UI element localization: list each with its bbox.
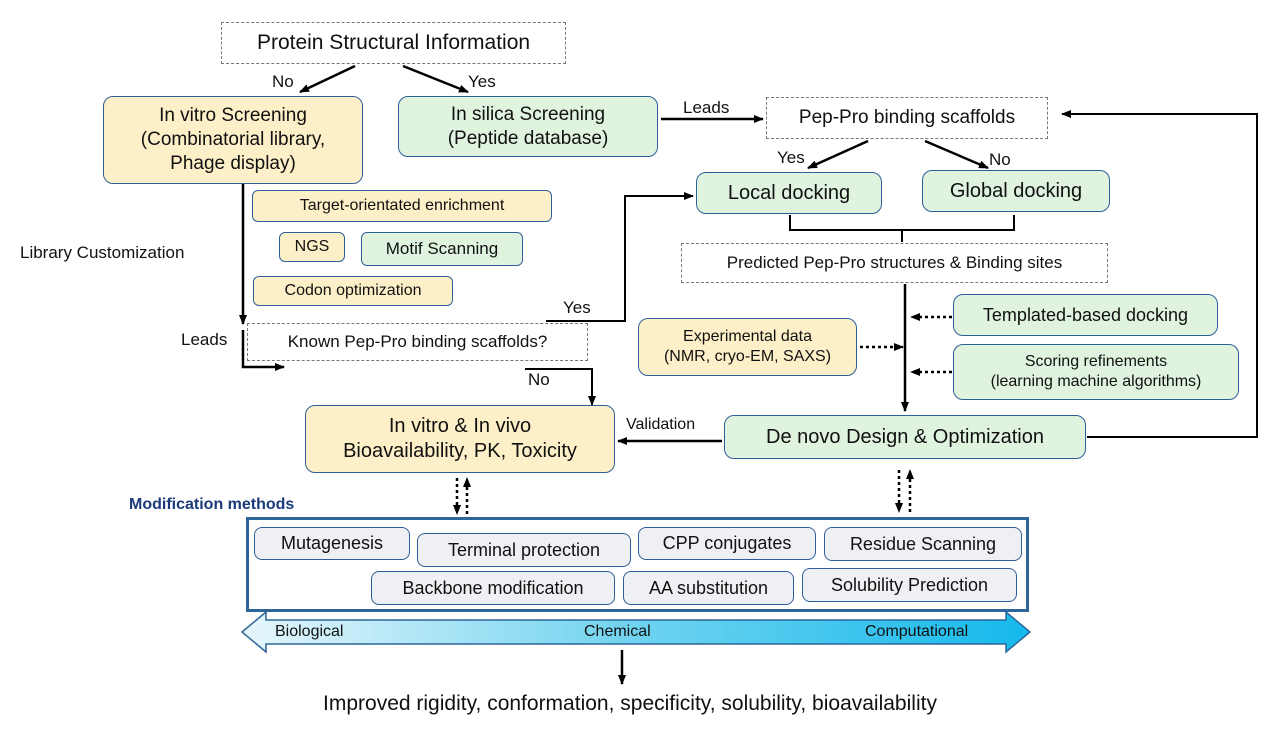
node-known-scaffolds: Known Pep-Pro binding scaffolds? xyxy=(247,323,588,361)
node-in-vivo: In vitro & In vivo Bioavailability, PK, … xyxy=(305,405,615,473)
arrow-no-global xyxy=(924,139,989,170)
label-leads-right: Leads xyxy=(683,98,730,117)
spectrum-label-left: Biological xyxy=(275,623,344,640)
arrow-yes-local xyxy=(807,139,869,170)
method-backbone-modification: Backbone modification xyxy=(371,571,615,605)
node-predicted-structures: Predicted Pep-Pro structures & Binding s… xyxy=(681,243,1108,283)
node-scoring-refinements: Scoring refinements (learning machine al… xyxy=(953,344,1239,400)
node-local-docking: Local docking xyxy=(696,172,882,214)
label-yes-known: Yes xyxy=(563,298,591,317)
label-no-top: No xyxy=(272,72,294,91)
spectrum-arrow xyxy=(240,610,1032,654)
node-binding-scaffolds: Pep-Pro binding scaffolds xyxy=(766,97,1048,139)
node-protein-info: Protein Structural Information xyxy=(221,22,566,64)
method-aa-substitution: AA substitution xyxy=(623,571,794,605)
node-in-vitro-screening: In vitro Screening (Combinatorial librar… xyxy=(103,96,363,184)
method-mutagenesis: Mutagenesis xyxy=(254,527,410,560)
label-no-known: No xyxy=(528,370,550,389)
node-experimental-data: Experimental data (NMR, cryo-EM, SAXS) xyxy=(638,318,857,376)
node-templated-docking: Templated-based docking xyxy=(953,294,1218,336)
node-ngs: NGS xyxy=(279,232,345,262)
method-residue-scanning: Residue Scanning xyxy=(824,527,1022,561)
method-cpp-conjugates: CPP conjugates xyxy=(638,527,816,560)
node-in-silica-screening: In silica Screening (Peptide database) xyxy=(398,96,658,157)
node-global-docking: Global docking xyxy=(922,170,1110,212)
arrow-no-known xyxy=(525,368,596,406)
label-no-scaffold: No xyxy=(989,150,1011,169)
outcome-text: Improved rigidity, conformation, specifi… xyxy=(323,691,937,715)
spectrum-label-right: Computational xyxy=(865,623,969,640)
arrow-no-to-in-vitro xyxy=(299,64,356,94)
node-motif-scanning: Motif Scanning xyxy=(361,232,523,266)
label-validation: Validation xyxy=(626,416,696,433)
label-yes-top: Yes xyxy=(468,72,496,91)
modification-title: Modification methods xyxy=(129,496,295,513)
node-codon-optimization: Codon optimization xyxy=(253,276,453,306)
method-solubility-prediction: Solubility Prediction xyxy=(802,568,1017,602)
docking-bracket xyxy=(789,215,1015,242)
label-leads-left: Leads xyxy=(181,330,228,349)
arrow-yes-known xyxy=(546,192,694,322)
arrow-feedback xyxy=(1061,110,1258,438)
node-de-novo: De novo Design & Optimization xyxy=(724,415,1086,459)
arrow-leads-left xyxy=(241,330,285,371)
arrow-yes-to-in-silica xyxy=(402,64,469,94)
spectrum-label-middle: Chemical xyxy=(584,623,651,640)
label-library-customization: Library Customization xyxy=(20,243,185,262)
label-yes-scaffold: Yes xyxy=(777,148,805,167)
method-terminal-protection: Terminal protection xyxy=(417,533,631,567)
node-target-enrichment: Target-orientated enrichment xyxy=(252,190,552,222)
